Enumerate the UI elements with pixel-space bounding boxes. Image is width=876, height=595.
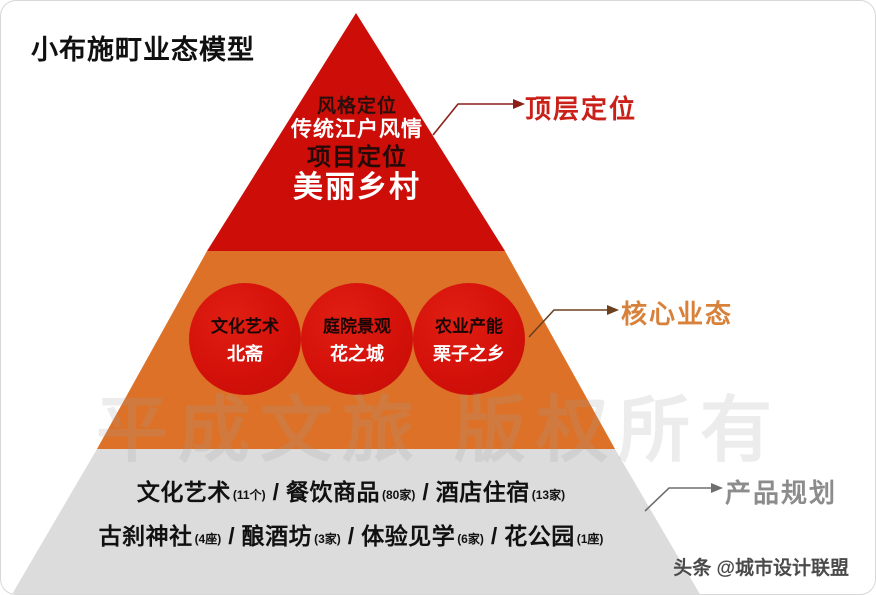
base-separator: / xyxy=(272,479,279,505)
base-item-name: 餐饮商品 xyxy=(286,479,380,505)
base-item-count: (3家) xyxy=(314,532,341,546)
page-title: 小布施町业态模型 xyxy=(31,35,255,65)
base-item-count: (11个) xyxy=(232,488,266,502)
pyramid-top-tier xyxy=(207,13,505,251)
base-separator: / xyxy=(490,523,498,549)
top-tier-line-1: 风格定位 xyxy=(316,96,397,117)
base-item-name: 文化艺术 xyxy=(136,479,231,505)
base-tier-text-block: 文化艺术(11个)/餐饮商品(80家)/酒店住宿(13家) 古刹神社(4座)/酿… xyxy=(1,473,701,561)
base-item-count: (80家) xyxy=(382,488,416,502)
core-circle-garden: 庭院景观 花之城 xyxy=(301,283,413,395)
label-middle-tier: 核心业态 xyxy=(621,299,734,329)
footer-credit: 头条 @城市设计联盟 xyxy=(673,558,849,579)
base-item-name: 体验见学 xyxy=(361,523,456,549)
base-separator: / xyxy=(422,479,429,505)
base-tier-row-1: 文化艺术(11个)/餐饮商品(80家)/酒店住宿(13家) xyxy=(1,473,701,507)
base-item-name: 花公园 xyxy=(504,523,575,549)
base-item-name: 古刹神社 xyxy=(98,523,193,549)
core-circle-agriculture: 农业产能 栗子之乡 xyxy=(413,283,525,395)
label-top-tier: 顶层定位 xyxy=(525,94,638,124)
core-circle-culture: 文化艺术 北斋 xyxy=(189,283,301,395)
base-item-name: 酿酒坊 xyxy=(241,523,313,549)
core-circle-category: 农业产能 xyxy=(435,317,503,336)
arrow-top-tier xyxy=(432,99,525,136)
base-separator: / xyxy=(347,523,355,549)
base-item-count: (13家) xyxy=(531,488,566,502)
top-tier-text-block: 风格定位 传统江户风情 项目定位 美丽乡村 xyxy=(257,97,457,204)
pyramid-base-tier xyxy=(12,449,700,594)
base-item-name: 酒店住宿 xyxy=(435,479,530,505)
core-circle-value: 栗子之乡 xyxy=(433,344,505,364)
top-tier-line-4: 美丽乡村 xyxy=(293,171,421,205)
base-item-count: (4座) xyxy=(194,532,222,546)
core-circle-value: 花之城 xyxy=(330,344,384,364)
core-circle-category: 文化艺术 xyxy=(211,317,279,336)
core-circle-category: 庭院景观 xyxy=(323,317,391,336)
label-base-tier: 产品规划 xyxy=(725,478,838,508)
base-separator: / xyxy=(228,523,235,549)
base-tier-row-2: 古刹神社(4座)/酿酒坊(3家)/体验见学(6家)/花公园(1座) xyxy=(1,517,701,551)
arrow-middle-tier xyxy=(528,305,619,338)
base-item-count: (1座) xyxy=(576,532,604,546)
top-tier-line-3: 项目定位 xyxy=(307,143,407,171)
top-tier-line-2: 传统江户风情 xyxy=(291,117,423,141)
core-circle-value: 北斋 xyxy=(227,344,263,364)
base-item-count: (6家) xyxy=(457,532,484,546)
arrow-base-tier xyxy=(644,483,723,512)
